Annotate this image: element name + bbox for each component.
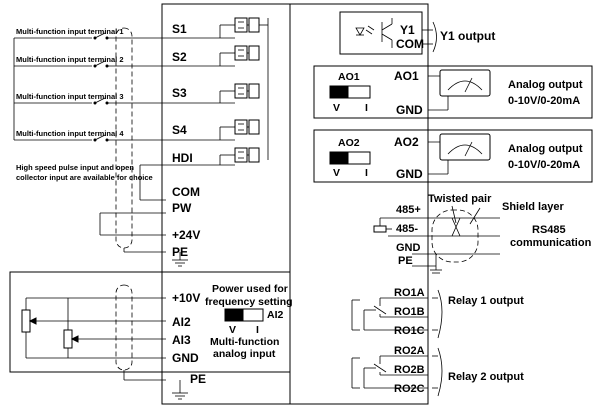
input-label-4: Multi-function input terminal 4 (16, 129, 124, 138)
ai2-switch-i: I (256, 324, 259, 336)
mf-analog-line-2: analog input (213, 348, 276, 360)
ao2-range-label: 0-10V/0-20mA (508, 159, 580, 171)
terminal-10v: +10V (172, 291, 200, 305)
analog-input-section: +10V AI2 AI3 GND Power used for frequenc… (9, 271, 293, 400)
terminal-ro2c: RO2C (394, 383, 425, 395)
y1-optocoupler-box (339, 11, 423, 55)
input-optocoupler-2 (166, 45, 260, 67)
communication-label: communication (510, 237, 592, 249)
terminal-s2: S2 (172, 50, 187, 64)
ao1-box (313, 65, 593, 119)
terminal-ao1: AO1 (394, 69, 419, 83)
potentiometer-1 (21, 309, 31, 333)
input-label-2: Multi-function input terminal 2 (16, 55, 124, 64)
ao2-switch-v: V (333, 167, 340, 179)
terminal-s1: S1 (172, 22, 187, 36)
terminal-pe-485: PE (398, 255, 413, 267)
ao2-switch-i: I (365, 167, 368, 179)
ao2-meter-icon (439, 133, 491, 161)
input-label-1: Multi-function input terminal 1 (16, 27, 124, 36)
terminal-gnd-ao2: GND (396, 167, 423, 181)
terminal-ro2a: RO2A (394, 345, 425, 357)
ai2-switch-v: V (229, 324, 236, 336)
termination-resistor (373, 225, 387, 233)
input-switch-3 (14, 97, 166, 105)
shield-layer-label: Shield layer (502, 201, 564, 213)
terminal-y1: Y1 (400, 23, 415, 37)
terminal-hdi: HDI (172, 151, 193, 165)
input-switch-2 (14, 60, 166, 68)
ao2-section: AO2 V I AO2 GND Analog output 0-10V/0-20… (313, 129, 593, 183)
ground-icon-485 (430, 269, 442, 274)
ao1-range-label: 0-10V/0-20mA (508, 95, 580, 107)
ground-icon-bottom (172, 392, 188, 400)
y1-output-section: Y1 COM Y1 output (339, 11, 495, 55)
ao2-switch (329, 151, 371, 165)
ao1-box-label: AO1 (338, 71, 360, 83)
input-optocoupler-4 (166, 119, 260, 141)
power-note-line-2: frequency setting (205, 296, 293, 308)
hdi-note-line-1: High speed pulse input and open (16, 163, 134, 172)
ground-icon (172, 259, 188, 267)
ai2-switch (224, 308, 264, 322)
relay-2-label: Relay 2 output (448, 371, 524, 383)
ao1-switch-v: V (333, 102, 340, 114)
ao1-switch (329, 85, 371, 99)
input-optocoupler-hdi (166, 147, 260, 166)
terminal-pw: PW (172, 201, 192, 215)
rs485-section: 485+ 485- GND PE Twisted pair Shield lay… (373, 193, 592, 274)
input-optocoupler-3 (166, 83, 260, 104)
terminal-485n: 485- (396, 223, 418, 235)
input-optocoupler-1 (166, 17, 260, 39)
terminal-ro2b: RO2B (394, 364, 425, 376)
terminal-com: COM (172, 185, 200, 199)
terminal-gnd-485: GND (396, 242, 421, 254)
terminal-s3: S3 (172, 86, 187, 100)
ai2-switch-label: AI2 (267, 309, 284, 321)
mf-analog-line-1: Multi-function (210, 336, 279, 348)
terminal-485p: 485+ (396, 204, 421, 216)
relay-2-section: RO2A RO2B RO2C Relay 2 output (351, 345, 524, 397)
ao1-section: AO1 V I AO1 GND Analog output 0-10V/0-20… (313, 65, 593, 119)
terminal-s4: S4 (172, 123, 187, 137)
ao1-meter-icon (439, 69, 491, 97)
relay-1-label: Relay 1 output (448, 295, 524, 307)
terminal-pe-bottom: PE (190, 372, 206, 386)
terminal-ro1a: RO1A (394, 287, 425, 299)
ao2-box (313, 129, 593, 183)
analog-input-box (9, 271, 291, 373)
terminal-24v: +24V (172, 228, 200, 242)
twisted-pair-icon (451, 217, 461, 237)
potentiometer-2 (63, 329, 73, 349)
relay-1-section: RO1A RO1B RO1C Relay 1 output (351, 287, 524, 339)
terminal-ao2: AO2 (394, 135, 419, 149)
digital-inputs: Multi-function input terminal 1 Multi-fu… (13, 17, 269, 267)
terminal-ro1b: RO1B (394, 306, 425, 318)
input-label-3: Multi-function input terminal 3 (16, 92, 124, 101)
terminal-gnd-ai: GND (172, 351, 199, 365)
power-note-line-1: Power used for (212, 283, 288, 295)
terminal-ai2: AI2 (172, 315, 191, 329)
terminal-gnd-ao1: GND (396, 103, 423, 117)
shield-cable-oval (431, 209, 479, 263)
terminal-ai3: AI3 (172, 333, 191, 347)
ao2-output-label: Analog output (508, 143, 583, 155)
inverter-right-block (289, 3, 429, 405)
y1-output-label: Y1 output (440, 29, 495, 43)
terminal-ro1c: RO1C (394, 325, 425, 337)
terminal-com-y1: COM (396, 37, 424, 51)
ao2-box-label: AO2 (338, 137, 360, 149)
ao1-switch-i: I (365, 102, 368, 114)
twisted-pair-label: Twisted pair (428, 193, 492, 205)
analog-shield (115, 284, 133, 371)
input-switch-4 (14, 134, 166, 142)
rs485-label: RS485 (532, 224, 566, 236)
input-switch-1 (14, 32, 166, 40)
hdi-note-line-2: collector input are available for choice (16, 173, 153, 182)
ao1-output-label: Analog output (508, 79, 583, 91)
